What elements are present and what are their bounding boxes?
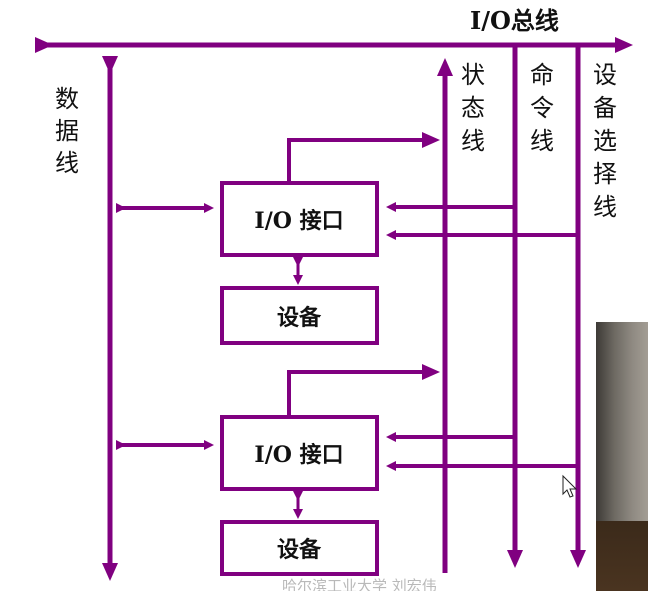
svg-text:设: 设 [593, 61, 617, 89]
device-select-bus-label: 设 备 选 择 线 [593, 61, 617, 221]
io-interface-box-2 [220, 415, 379, 491]
watermark-text: 哈尔滨工业大学 刘宏伟 [282, 577, 437, 591]
status-link-2 [287, 364, 440, 417]
svg-text:选: 选 [593, 127, 617, 155]
lecturer-video-thumbnail [596, 322, 648, 591]
device-box-2 [220, 520, 379, 576]
svg-text:线: 线 [461, 127, 485, 155]
device-box-1 [220, 286, 379, 345]
svg-text:态: 态 [461, 94, 485, 122]
svg-text:数: 数 [55, 85, 79, 113]
status-bus-label: 状 态 线 [461, 61, 485, 155]
svg-text:令: 令 [530, 94, 554, 122]
svg-text:线: 线 [530, 127, 554, 155]
io-interface-box-1 [220, 181, 379, 257]
device-label-2: 设备 [277, 537, 322, 563]
data-bus-label: 数 据 线 [55, 85, 79, 177]
command-bus-label: 命 令 线 [530, 61, 554, 155]
status-link-1 [287, 132, 440, 183]
mouse-cursor-icon [562, 474, 578, 498]
svg-text:择: 择 [593, 160, 617, 188]
svg-text:命: 命 [530, 61, 554, 89]
svg-text:据: 据 [55, 117, 79, 145]
svg-text:线: 线 [593, 193, 617, 221]
io-interface-label-1: I/O 接口 [254, 208, 343, 234]
device-label-1: 设备 [277, 305, 322, 331]
svg-text:状: 状 [461, 61, 485, 89]
svg-text:备: 备 [593, 94, 617, 122]
svg-text:线: 线 [55, 149, 79, 177]
io-bus-label: I/O总线 [470, 6, 559, 35]
io-interface-label-2: I/O 接口 [254, 442, 343, 468]
